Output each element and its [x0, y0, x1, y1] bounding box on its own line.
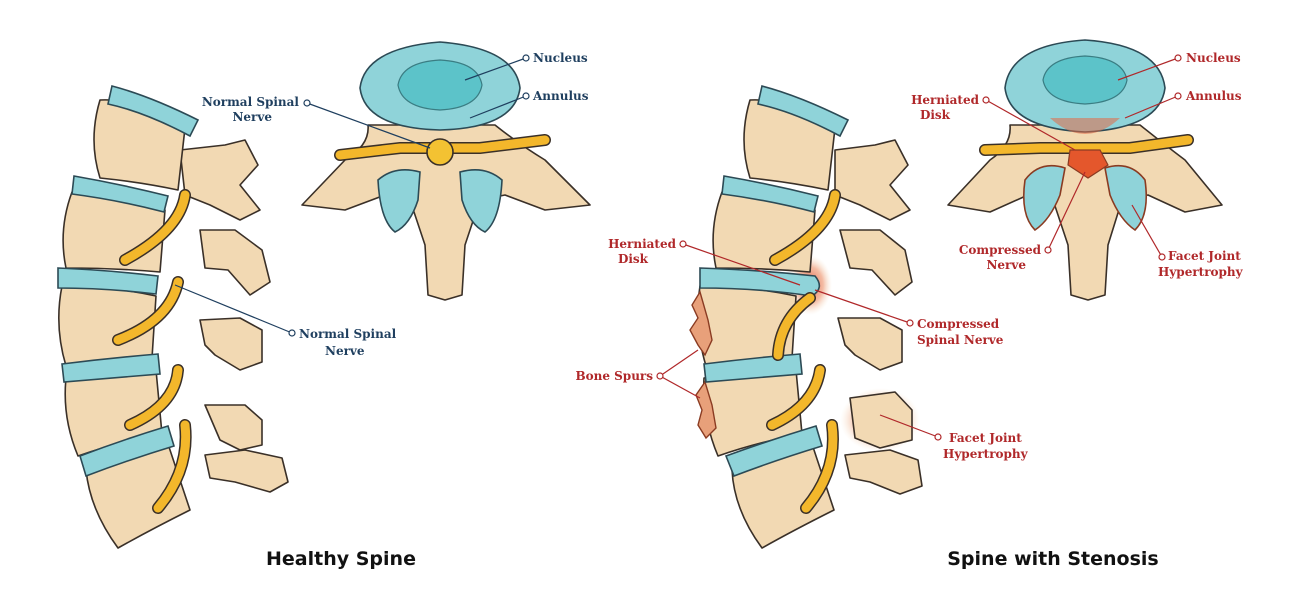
label-stenosis-facet-side: Facet Joint Hypertrophy	[879, 414, 1029, 461]
stenosis-facet-left	[1022, 164, 1066, 232]
stenosis-spinous-processes	[834, 139, 923, 495]
stenosis-compressed-side-line1: Compressed	[917, 317, 1000, 331]
healthy-disk-nucleus	[397, 59, 483, 111]
healthy-disks	[57, 85, 200, 478]
stenosis-compressed-top-line2: Nerve	[986, 258, 1026, 272]
label-stenosis-nucleus: Nucleus	[1117, 51, 1241, 81]
healthy-spine-top-view	[301, 41, 591, 301]
stenosis-annulus-text: Annulus	[1185, 89, 1242, 103]
healthy-nerve-top-line1: Normal Spinal	[202, 95, 300, 109]
healthy-nerve-side-line2: Nerve	[325, 344, 365, 358]
stenosis-spine-title: Spine with Stenosis	[947, 548, 1158, 570]
label-healthy-nerve-side: Normal Spinal Nerve	[174, 284, 397, 358]
stenosis-spine-top-view	[947, 39, 1223, 301]
stenosis-nucleus-text: Nucleus	[1186, 51, 1241, 65]
label-stenosis-bone-spurs: Bone Spurs	[575, 349, 701, 399]
label-stenosis-compressed-top: Compressed Nerve	[959, 171, 1086, 272]
stenosis-spinal-nerves	[766, 189, 841, 514]
label-stenosis-annulus: Annulus	[1124, 89, 1242, 119]
stenosis-facet-top-line1: Facet Joint	[1168, 249, 1241, 263]
healthy-nucleus-text: Nucleus	[533, 51, 588, 65]
healthy-nerve-top-line2: Nerve	[232, 110, 272, 124]
label-healthy-nucleus: Nucleus	[464, 51, 588, 81]
healthy-spine-side-view	[57, 85, 289, 549]
healthy-spine-title: Healthy Spine	[266, 548, 416, 570]
label-stenosis-herniated-side: Herniated Disk	[608, 237, 801, 286]
bone-spur-upper	[689, 290, 713, 357]
stenosis-facet-right	[1104, 164, 1148, 232]
healthy-spinous-processes	[179, 139, 289, 493]
stenosis-herniated-top-line1: Herniated	[911, 93, 980, 107]
label-healthy-annulus: Annulus	[469, 89, 589, 119]
healthy-spinal-nerves	[112, 189, 192, 514]
stenosis-facet-top-line2: Hypertrophy	[1158, 265, 1244, 279]
stenosis-herniated-side-line2: Disk	[618, 252, 649, 266]
label-healthy-nerve-top: Normal Spinal Nerve	[202, 95, 431, 149]
healthy-nerve-side-line1: Normal Spinal	[299, 327, 397, 341]
stenosis-disks	[699, 85, 850, 478]
stenosis-herniated-top-line2: Disk	[920, 108, 951, 122]
stenosis-compressed-side-line2: Spinal Nerve	[917, 333, 1004, 347]
bone-spur-lower	[695, 380, 717, 440]
label-stenosis-herniated-top: Herniated Disk	[911, 93, 1076, 151]
label-stenosis-compressed-side: Compressed Spinal Nerve	[814, 289, 1004, 347]
stenosis-vertebral-bodies	[697, 99, 836, 549]
label-stenosis-facet-top: Facet Joint Hypertrophy	[1131, 204, 1244, 279]
stenosis-facet-side-line2: Hypertrophy	[943, 447, 1029, 461]
stenosis-bone-spurs-text: Bone Spurs	[575, 369, 653, 383]
healthy-annulus-text: Annulus	[532, 89, 589, 103]
stenosis-disk-nucleus	[1042, 55, 1128, 105]
stenosis-compressed-top-line1: Compressed	[959, 243, 1042, 257]
stenosis-spine-side-view	[689, 85, 923, 549]
stenosis-facet-side-line1: Facet Joint	[949, 431, 1022, 445]
stenosis-herniated-side-line1: Herniated	[608, 237, 677, 251]
